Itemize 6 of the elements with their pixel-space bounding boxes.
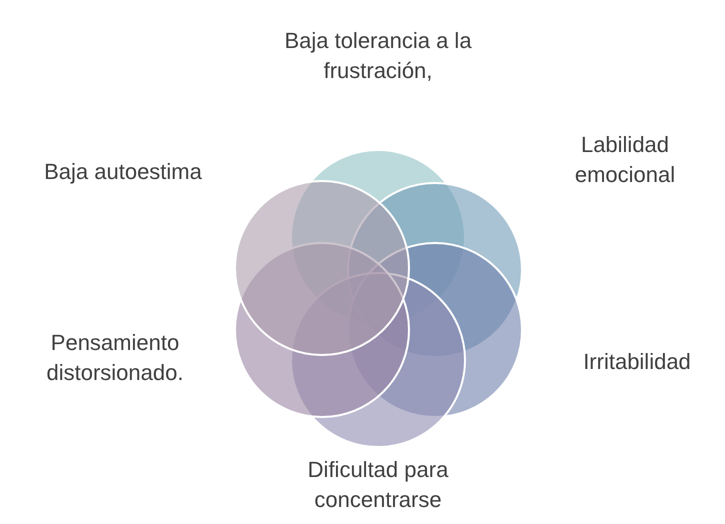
symptom-label: Dificultad para concentrarse (306, 456, 450, 514)
symptom-label: Baja autoestima (43, 158, 203, 186)
symptom-label: Labilidad emocional (574, 131, 676, 189)
symptom-label: Pensamiento distorsionado. (46, 329, 184, 387)
symptom-label: Irritabilidad (582, 348, 692, 376)
symptom-label: Baja tolerancia a la frustración, (283, 27, 473, 85)
